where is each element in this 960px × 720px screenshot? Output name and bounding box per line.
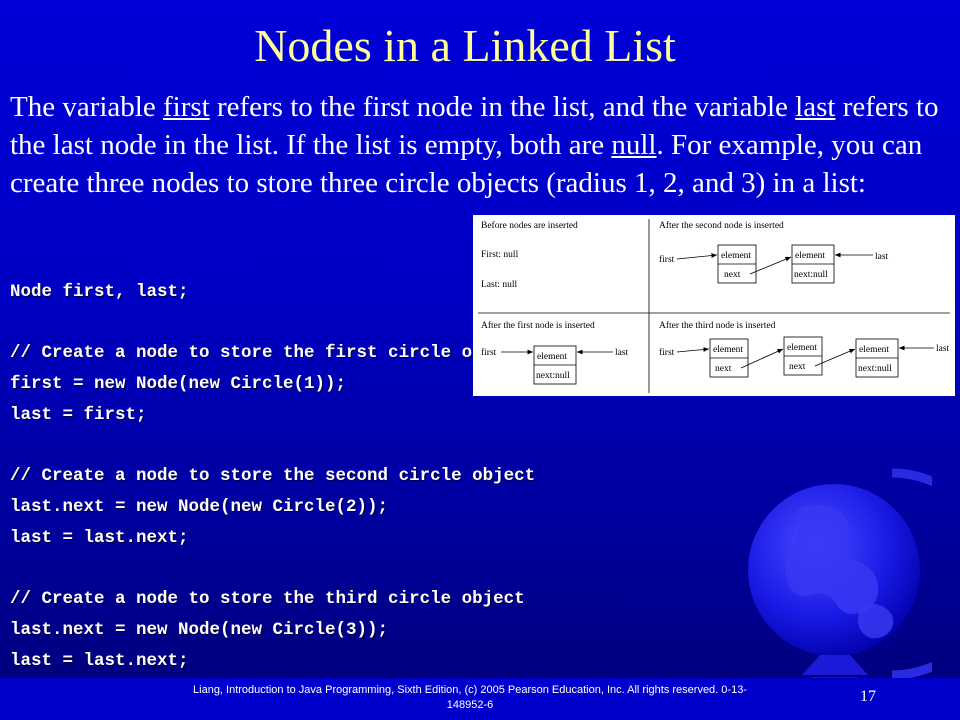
label-last: last bbox=[615, 348, 629, 358]
intro-paragraph: The variable first refers to the first n… bbox=[10, 88, 945, 202]
code-line: // Create a node to store the third circ… bbox=[10, 589, 525, 609]
label-element: element bbox=[537, 352, 567, 362]
code-line: Node first, last; bbox=[10, 282, 189, 302]
label-next: next bbox=[715, 364, 732, 374]
code-line: last.next = new Node(new Circle(2)); bbox=[10, 497, 389, 517]
label-first: first bbox=[659, 254, 675, 265]
node: element next:null bbox=[533, 345, 577, 385]
code-line: last = first; bbox=[10, 405, 147, 425]
paragraph-text-4: . For example, you can create three node… bbox=[10, 129, 923, 199]
code-line: first = new Node(new Circle(1)); bbox=[10, 374, 347, 394]
code-line: // Create a node to store the first circ… bbox=[10, 343, 525, 363]
keyword-last: last bbox=[795, 91, 836, 123]
before-last-null: Last: null bbox=[481, 280, 518, 290]
label-first: first bbox=[481, 347, 497, 358]
before-first-null: First: null bbox=[481, 250, 519, 260]
label-last: last bbox=[936, 344, 950, 354]
paragraph-text-1: The variable bbox=[10, 91, 163, 123]
node: element next:null bbox=[791, 244, 835, 284]
label-next: next bbox=[724, 270, 741, 280]
linked-list-diagram: Before nodes are inserted First: null La… bbox=[473, 215, 955, 396]
node: element next bbox=[717, 244, 757, 284]
label-element: element bbox=[721, 251, 751, 261]
label-next: next bbox=[789, 362, 806, 372]
label-next-null: next:null bbox=[858, 364, 892, 374]
page-number: 17 bbox=[860, 688, 876, 705]
label-element: element bbox=[795, 251, 825, 261]
footer-bar bbox=[0, 678, 960, 720]
node: element next:null bbox=[855, 338, 899, 378]
first-title: After the first node is inserted bbox=[481, 320, 595, 331]
label-element: element bbox=[859, 345, 889, 355]
label-next-null: next:null bbox=[536, 371, 570, 381]
label-first: first bbox=[659, 347, 675, 358]
paragraph-text-2: refers to the first node in the list, an… bbox=[209, 91, 796, 123]
label-next-null: next:null bbox=[794, 270, 828, 280]
before-title: Before nodes are inserted bbox=[481, 220, 578, 231]
footer-citation: Liang, Introduction to Java Programming,… bbox=[193, 684, 747, 711]
third-title: After the third node is inserted bbox=[659, 320, 776, 331]
keyword-null: null bbox=[611, 129, 657, 161]
globe-icon bbox=[742, 465, 960, 690]
label-element: element bbox=[787, 343, 817, 353]
label-element: element bbox=[713, 345, 743, 355]
node: element next bbox=[783, 336, 823, 376]
code-line: // Create a node to store the second cir… bbox=[10, 466, 536, 486]
second-title: After the second node is inserted bbox=[659, 220, 784, 231]
paragraph-text-3: refers to the last node in the list. If … bbox=[10, 91, 939, 161]
code-line: last = last.next; bbox=[10, 528, 189, 548]
code-line: last.next = new Node(new Circle(3)); bbox=[10, 620, 389, 640]
slide-title: Nodes in a Linked List bbox=[254, 20, 676, 71]
label-last: last bbox=[875, 252, 889, 262]
keyword-first: first bbox=[162, 91, 210, 123]
node: element next bbox=[709, 338, 749, 378]
code-line: last = last.next; bbox=[10, 651, 189, 671]
